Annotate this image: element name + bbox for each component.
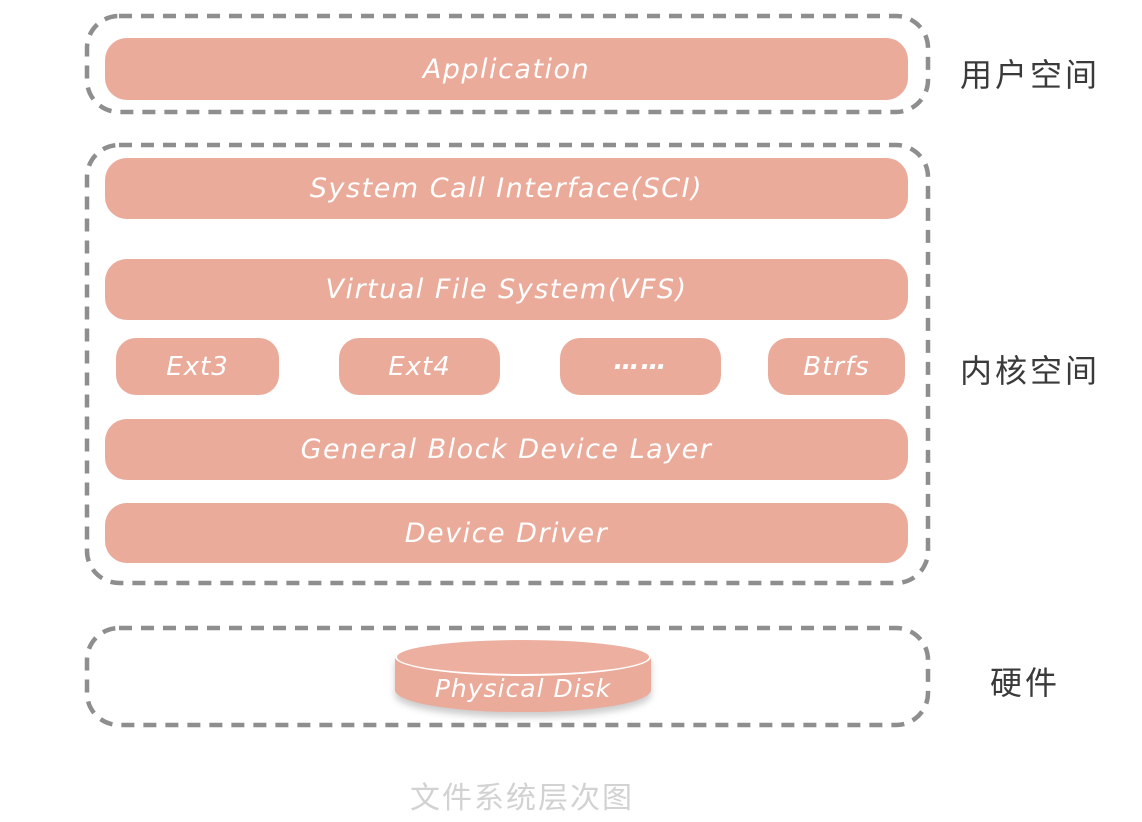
physical-disk-label: Physical Disk [434, 673, 612, 703]
hardware-border [84, 625, 931, 728]
hardware-side-label: 硬件 [990, 664, 1061, 702]
more-filesystems-block: …… [560, 338, 721, 395]
disk-cylinder-top-ellipse [395, 638, 651, 676]
diagram-caption: 文件系统层次图 [410, 781, 634, 816]
ext4-block: Ext4 [339, 338, 500, 395]
virtual-file-system-block: Virtual File System(VFS) [105, 259, 908, 320]
physical-disk-cylinder: Physical Disk [395, 638, 651, 714]
kernel-space-side-label: 内核空间 [960, 352, 1101, 390]
more-filesystems-dots: …… [613, 345, 668, 376]
application-block: Application [105, 38, 908, 100]
kernel-space-border [84, 142, 931, 586]
general-block-device-layer-block: General Block Device Layer [105, 419, 908, 480]
btrfs-block: Btrfs [768, 338, 905, 395]
device-driver-block: Device Driver [105, 503, 908, 563]
user-space-side-label: 用户空间 [960, 56, 1101, 94]
ext3-block: Ext3 [116, 338, 279, 395]
user-space-border [84, 13, 931, 115]
system-call-interface-block: System Call Interface(SCI) [105, 158, 908, 219]
